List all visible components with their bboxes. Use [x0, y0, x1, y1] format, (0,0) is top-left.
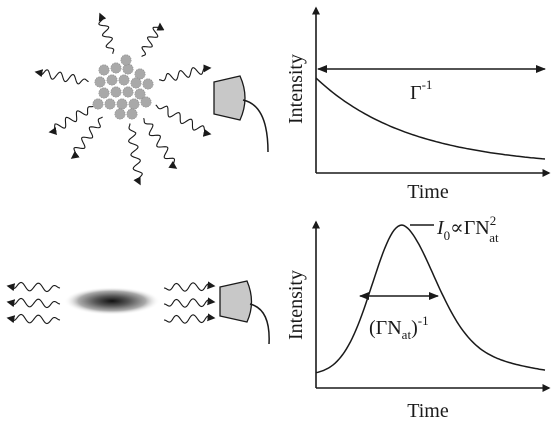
atom-dot: [106, 74, 118, 86]
atom-dot: [98, 64, 110, 76]
atom-dot: [134, 68, 146, 80]
spontaneous-emission-waves: [34, 12, 212, 186]
photon-wave-icon: [159, 64, 212, 82]
atom-dot: [98, 87, 110, 99]
atom-dot: [120, 54, 132, 66]
atom-cloud-icon: [92, 54, 154, 120]
detector-icon: [213, 75, 269, 153]
photon-wave-icon: [48, 105, 94, 136]
photon-wave-icon: [163, 297, 216, 308]
top-graph: Γ-1 Intensity Time: [285, 6, 551, 203]
photon-wave-icon: [163, 313, 216, 324]
atom-dot: [94, 76, 106, 88]
atom-dot: [142, 78, 154, 90]
atom-dot: [110, 62, 122, 74]
photon-wave-icon: [6, 313, 61, 325]
bottom-burst-curve: [315, 224, 546, 374]
bottom-width-label: (ΓNat)-1: [369, 313, 429, 342]
directional-emission-waves: [6, 281, 216, 325]
bottom-x-label: Time: [407, 400, 449, 422]
bottom-y-label: Intensity: [285, 270, 307, 340]
photon-wave-icon: [163, 281, 216, 292]
photon-wave-icon: [34, 69, 89, 85]
photon-wave-icon: [155, 104, 212, 137]
atom-dot: [140, 96, 152, 108]
atom-dot: [110, 86, 122, 98]
atom-dot: [116, 98, 128, 110]
photon-wave-icon: [6, 281, 61, 293]
top-width-label: Γ-1: [410, 77, 432, 104]
photon-wave-icon: [141, 22, 165, 57]
elongated-cloud-icon: [64, 287, 160, 315]
photon-wave-icon: [98, 12, 115, 54]
atom-dot: [122, 63, 134, 75]
atom-dot: [128, 98, 140, 110]
top-x-label: Time: [407, 181, 449, 203]
photon-wave-icon: [6, 297, 61, 309]
top-y-label: Intensity: [285, 54, 307, 124]
atom-dot: [92, 98, 104, 110]
atom-dot: [126, 108, 138, 120]
atom-dot: [134, 88, 146, 100]
photon-wave-icon: [143, 117, 178, 169]
photon-wave-icon: [128, 123, 143, 186]
atom-dot: [130, 77, 142, 89]
atom-dot: [122, 86, 134, 98]
top-decay-curve: [315, 77, 546, 160]
detector-icon: [219, 280, 270, 345]
atom-dot: [114, 108, 126, 120]
atom-dot: [104, 98, 116, 110]
photon-wave-icon: [70, 116, 103, 159]
atom-dot: [118, 74, 130, 86]
